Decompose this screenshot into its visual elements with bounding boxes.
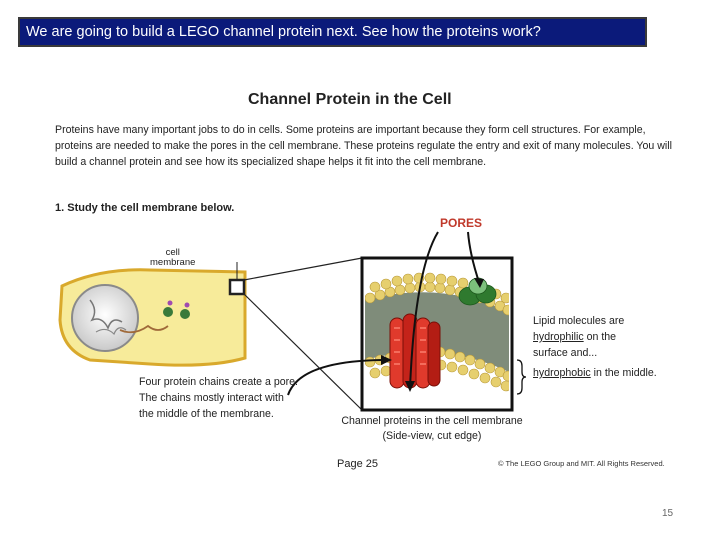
- protein-chains-label: Four protein chains create a pore. The c…: [139, 376, 298, 420]
- step-instruction: 1. Study the cell membrane below.: [55, 202, 235, 214]
- cell-membrane-label: cell membrane: [150, 247, 196, 268]
- worksheet-title: Channel Protein in the Cell: [248, 91, 452, 108]
- chains-arrow: [287, 359, 389, 396]
- pores-arrow-channel: [409, 231, 439, 389]
- copyright-notice: © The LEGO Group and MIT. All Rights Res…: [498, 459, 665, 468]
- slide-title-banner: We are going to build a LEGO channel pro…: [18, 17, 647, 47]
- figure-caption: Channel proteins in the cell membrane (S…: [341, 415, 523, 442]
- membrane-zoom-marker: [228, 278, 246, 296]
- cell-drawing: [58, 262, 247, 367]
- worksheet-page-number: Page 25: [337, 458, 378, 470]
- hydrophobic-brace: [516, 359, 527, 395]
- intro-paragraph: Proteins have many important jobs to do …: [55, 124, 672, 168]
- hydrophilic-term: hydrophilic: [533, 331, 584, 343]
- slide-number: 15: [662, 508, 674, 519]
- hydrophobic-label: hydrophobic in the middle.: [533, 367, 657, 379]
- lipid-label: Lipid molecules are hydrophilic on the s…: [533, 315, 625, 359]
- nucleus: [71, 284, 139, 352]
- pores-label: PORES: [440, 216, 483, 230]
- organelle: [163, 307, 173, 317]
- hydrophobic-term: hydrophobic: [533, 367, 591, 379]
- organelle: [180, 309, 190, 319]
